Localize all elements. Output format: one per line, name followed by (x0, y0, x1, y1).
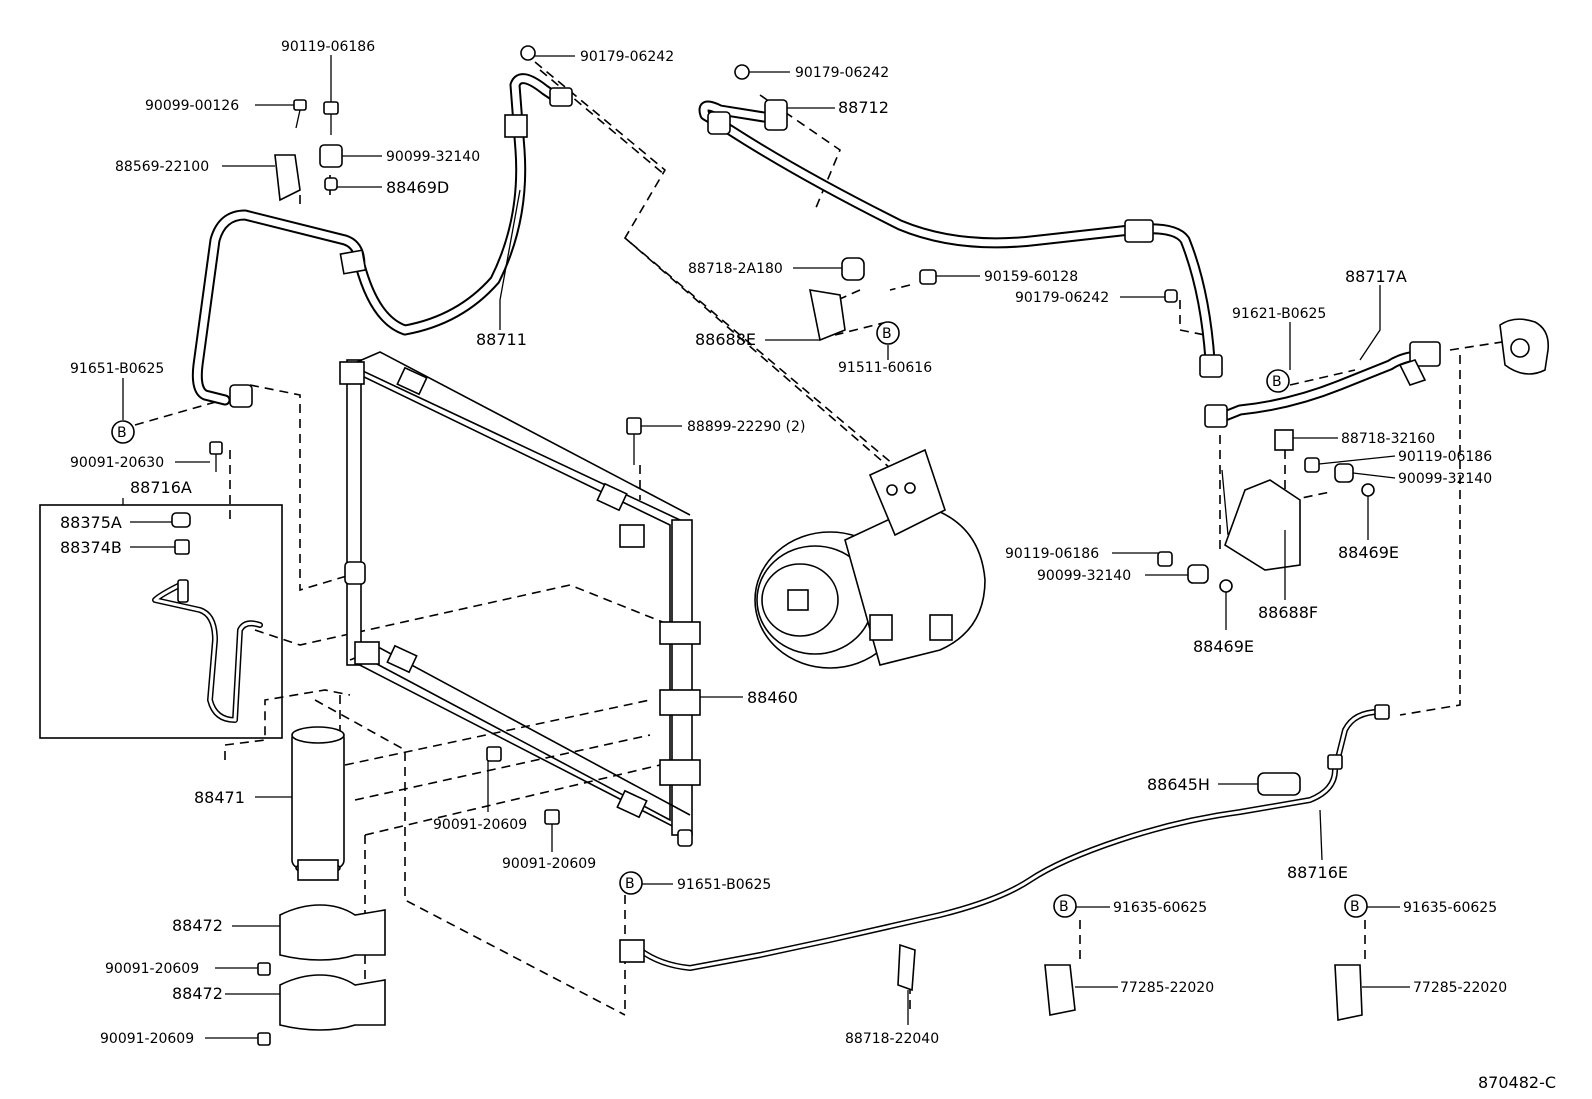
assembly-frame-88716A (39, 504, 283, 739)
part-label: 90099-00126 (145, 98, 239, 114)
bracket-88472 (279, 904, 386, 1031)
part-label: 88472 (172, 984, 223, 1003)
badge-b-icon: B (1053, 894, 1077, 918)
badge-b-icon: B (876, 321, 900, 345)
part-label: 88645H (1147, 775, 1210, 794)
part-label: 77285-22020 (1413, 980, 1507, 996)
pipe-88717A (1209, 349, 1436, 426)
pipe-88716A-inner (152, 582, 263, 723)
part-label: 88471 (194, 788, 245, 807)
pipe-88711 (191, 73, 566, 406)
legend-badges: B B B B B B (111, 321, 1368, 918)
svg-text:B: B (117, 425, 127, 441)
part-label: 88712 (838, 98, 889, 117)
receiver-88471 (291, 726, 345, 881)
part-label: 90091-20609 (105, 961, 199, 977)
part-label: 88469E (1193, 637, 1254, 656)
part-label: 90179-06242 (580, 49, 674, 65)
part-label: 91621-B0625 (1232, 306, 1326, 322)
badge-b-icon: B (1344, 894, 1368, 918)
part-label: 88899-22290 (2) (687, 419, 805, 435)
part-label: 90119-06186 (281, 39, 375, 55)
part-label: 90159-60128 (984, 269, 1078, 285)
leader-lines (122, 55, 1410, 1039)
part-label: 91511-60616 (838, 360, 932, 376)
part-label: 90099-32140 (1398, 471, 1492, 487)
part-label: 90119-06186 (1398, 449, 1492, 465)
svg-text:B: B (1059, 899, 1069, 915)
part-label: 88569-22100 (115, 159, 209, 175)
part-label: 90099-32140 (386, 149, 480, 165)
part-label: 88469D (386, 178, 449, 197)
part-label: 88718-32160 (1341, 431, 1435, 447)
part-label: 88469E (1338, 543, 1399, 562)
badge-b-icon: B (619, 871, 643, 895)
part-label: 90091-20609 (433, 817, 527, 833)
badge-b-icon: B (1266, 369, 1290, 393)
part-label: 88716A (130, 478, 192, 497)
part-label: 90091-20630 (70, 455, 164, 471)
part-label: 91635-60625 (1403, 900, 1497, 916)
svg-text:B: B (625, 876, 635, 892)
badge-b-icon: B (111, 420, 135, 444)
part-label: 88718-22040 (845, 1031, 939, 1047)
part-label: 90119-06186 (1005, 546, 1099, 562)
pipe-fittings (229, 87, 1441, 963)
compressor (754, 448, 986, 669)
diagram-id: 870482-C (1478, 1073, 1556, 1092)
part-label: 88375A (60, 513, 122, 532)
part-label: 90099-32140 (1037, 568, 1131, 584)
part-label: 88711 (476, 330, 527, 349)
part-labels: 90119-06186 90099-00126 88569-22100 9009… (60, 39, 1556, 1092)
part-label: 88472 (172, 916, 223, 935)
part-label: 88688F (1258, 603, 1318, 622)
part-label: 91635-60625 (1113, 900, 1207, 916)
part-label: 91651-B0625 (70, 361, 164, 377)
condenser-88460 (339, 351, 701, 847)
part-label: 90091-20609 (502, 856, 596, 872)
part-label: 90179-06242 (1015, 290, 1109, 306)
pipe-88716E (637, 708, 1388, 971)
svg-text:B: B (882, 326, 892, 342)
part-label: 91651-B0625 (677, 877, 771, 893)
part-label: 77285-22020 (1120, 980, 1214, 996)
small-parts (171, 45, 1550, 1046)
part-label: 90091-20609 (100, 1031, 194, 1047)
svg-text:B: B (1350, 899, 1360, 915)
part-label: 88460 (747, 688, 798, 707)
part-label: 88718-2A180 (688, 261, 783, 277)
svg-text:B: B (1272, 374, 1282, 390)
part-label: 88717A (1345, 267, 1407, 286)
part-label: 90179-06242 (795, 65, 889, 81)
assembly-dashed-lines (134, 61, 1516, 1016)
part-label: 88374B (60, 538, 122, 557)
part-label: 88688E (695, 330, 756, 349)
part-label: 88716E (1287, 863, 1348, 882)
